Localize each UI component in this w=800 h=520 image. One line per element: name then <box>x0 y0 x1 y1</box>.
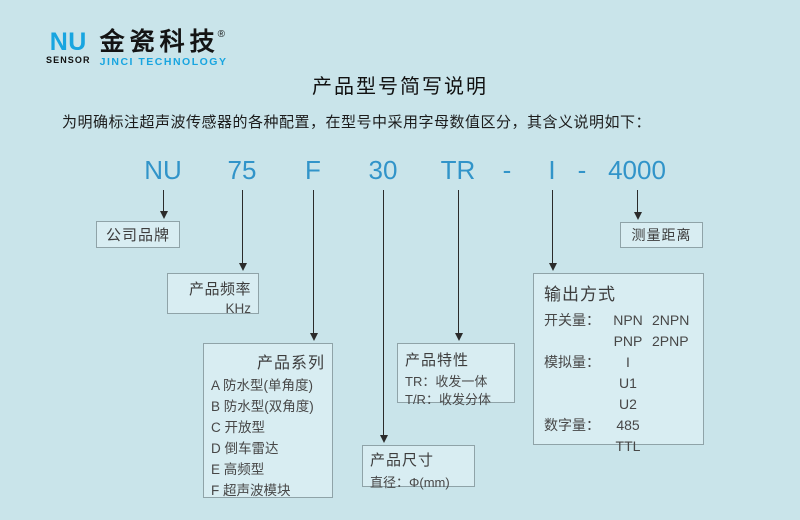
logo-en-name: JINCI TECHNOLOGY <box>99 56 228 68</box>
frequency-box-title: 产品频率 <box>188 281 251 298</box>
output-row-label: 模拟量： <box>544 354 600 370</box>
arrow-line-distance <box>637 190 638 212</box>
brand-box-title: 公司品牌 <box>105 227 170 244</box>
output-row-value: U1 <box>619 375 637 391</box>
feature-box: 产品特性 TR：收发一体 T/R：收发分体 <box>397 343 515 407</box>
output-row-value: U2 <box>619 396 637 412</box>
distance-box: 测量距离 <box>620 222 703 248</box>
logo-nu-text: NU <box>49 28 87 56</box>
arrow-line-output <box>552 190 553 263</box>
output-row-value: I <box>626 354 630 370</box>
model-segment-distance: 4000 <box>608 155 666 185</box>
feature-item: TR：收发一体 <box>405 374 488 389</box>
model-segment-dash2: - <box>577 155 587 185</box>
output-row: 模拟量： I <box>534 352 703 373</box>
model-segment-feature: TR <box>440 155 476 185</box>
size-detail: 直径：Φ(mm) <box>370 475 450 490</box>
logo-name-block: 金瓷科技 ® JINCI TECHNOLOGY <box>99 28 228 69</box>
series-item: D 倒车雷达 <box>211 441 279 456</box>
logo-cn-name: 金瓷科技 <box>99 28 220 56</box>
output-row: U2 <box>534 394 703 415</box>
distance-box-title: 测量距离 <box>631 227 692 243</box>
model-segment-frequency: 75 <box>227 155 257 185</box>
series-item: C 开放型 <box>211 420 265 435</box>
size-box: 产品尺寸 直径：Φ(mm) <box>362 445 475 490</box>
brand-box: 公司品牌 <box>96 221 180 248</box>
arrow-head-size <box>379 435 388 443</box>
output-row: PNP 2PNP <box>534 331 703 352</box>
feature-box-title: 产品特性 <box>405 352 470 369</box>
output-row: 数字量： 485 <box>534 415 703 436</box>
series-item: B 防水型(双角度) <box>211 399 314 414</box>
arrow-line-size <box>383 190 384 435</box>
series-item: F 超声波模块 <box>211 483 291 498</box>
output-row-label: 数字量： <box>544 417 600 433</box>
model-segment-size: 30 <box>368 155 398 185</box>
model-segment-dash1: - <box>502 155 512 185</box>
series-item: E 高频型 <box>211 462 265 477</box>
arrow-head-series <box>309 333 318 341</box>
output-row-label <box>544 373 604 394</box>
company-logo: NU SENSOR 金瓷科技 ® JINCI TECHNOLOGY <box>46 28 228 69</box>
feature-item: T/R：收发分体 <box>405 392 491 407</box>
logo-sensor-text: SENSOR <box>46 55 91 65</box>
output-row-value: PNP <box>613 333 643 349</box>
arrow-line-frequency <box>242 190 243 263</box>
output-row-value: 485 <box>616 417 640 433</box>
frequency-unit: KHz <box>225 301 251 316</box>
arrow-head-output <box>548 263 557 271</box>
model-segment-brand: NU <box>144 155 182 185</box>
model-segment-output: I <box>548 155 556 185</box>
series-item: A 防水型(单角度) <box>211 378 314 393</box>
output-row-label <box>544 436 604 457</box>
arrow-head-frequency <box>238 263 247 271</box>
size-box-title: 产品尺寸 <box>370 452 435 469</box>
logo-nu-block: NU SENSOR <box>46 28 91 66</box>
output-row: U1 <box>534 373 703 394</box>
output-row-value: NPN <box>613 312 643 328</box>
arrow-head-brand <box>159 211 168 219</box>
output-row-value2: 2PNP <box>652 333 689 349</box>
output-row-label: 开关量： <box>544 312 600 328</box>
arrow-line-series <box>313 190 314 333</box>
model-segment-series: F <box>305 155 321 185</box>
arrow-line-brand <box>163 190 164 211</box>
output-row-label <box>544 394 604 415</box>
output-box: 输出方式 开关量： NPN 2NPN PNP 2PNP 模拟量： I U1 U2… <box>533 273 704 454</box>
registered-mark-icon: ® <box>217 29 225 40</box>
page-subtitle: 为明确标注超声波传感器的各种配置，在型号中采用字母数值区分，其含义说明如下： <box>62 114 652 131</box>
arrow-head-feature <box>454 333 463 341</box>
series-box-title: 产品系列 <box>256 355 325 372</box>
arrow-line-feature <box>458 190 459 333</box>
output-box-title: 输出方式 <box>544 285 616 304</box>
output-row-value: TTL <box>615 438 641 454</box>
output-row: TTL <box>534 436 703 457</box>
output-row-value2: 2NPN <box>652 312 690 328</box>
output-row-label <box>544 331 604 352</box>
output-row: 开关量： NPN 2NPN <box>534 310 703 331</box>
frequency-box: 产品频率 KHz <box>167 273 259 316</box>
series-box: 产品系列 A 防水型(单角度) B 防水型(双角度) C 开放型 D 倒车雷达 … <box>203 343 333 498</box>
page-title: 产品型号简写说明 <box>312 76 488 98</box>
arrow-head-distance <box>633 212 642 220</box>
